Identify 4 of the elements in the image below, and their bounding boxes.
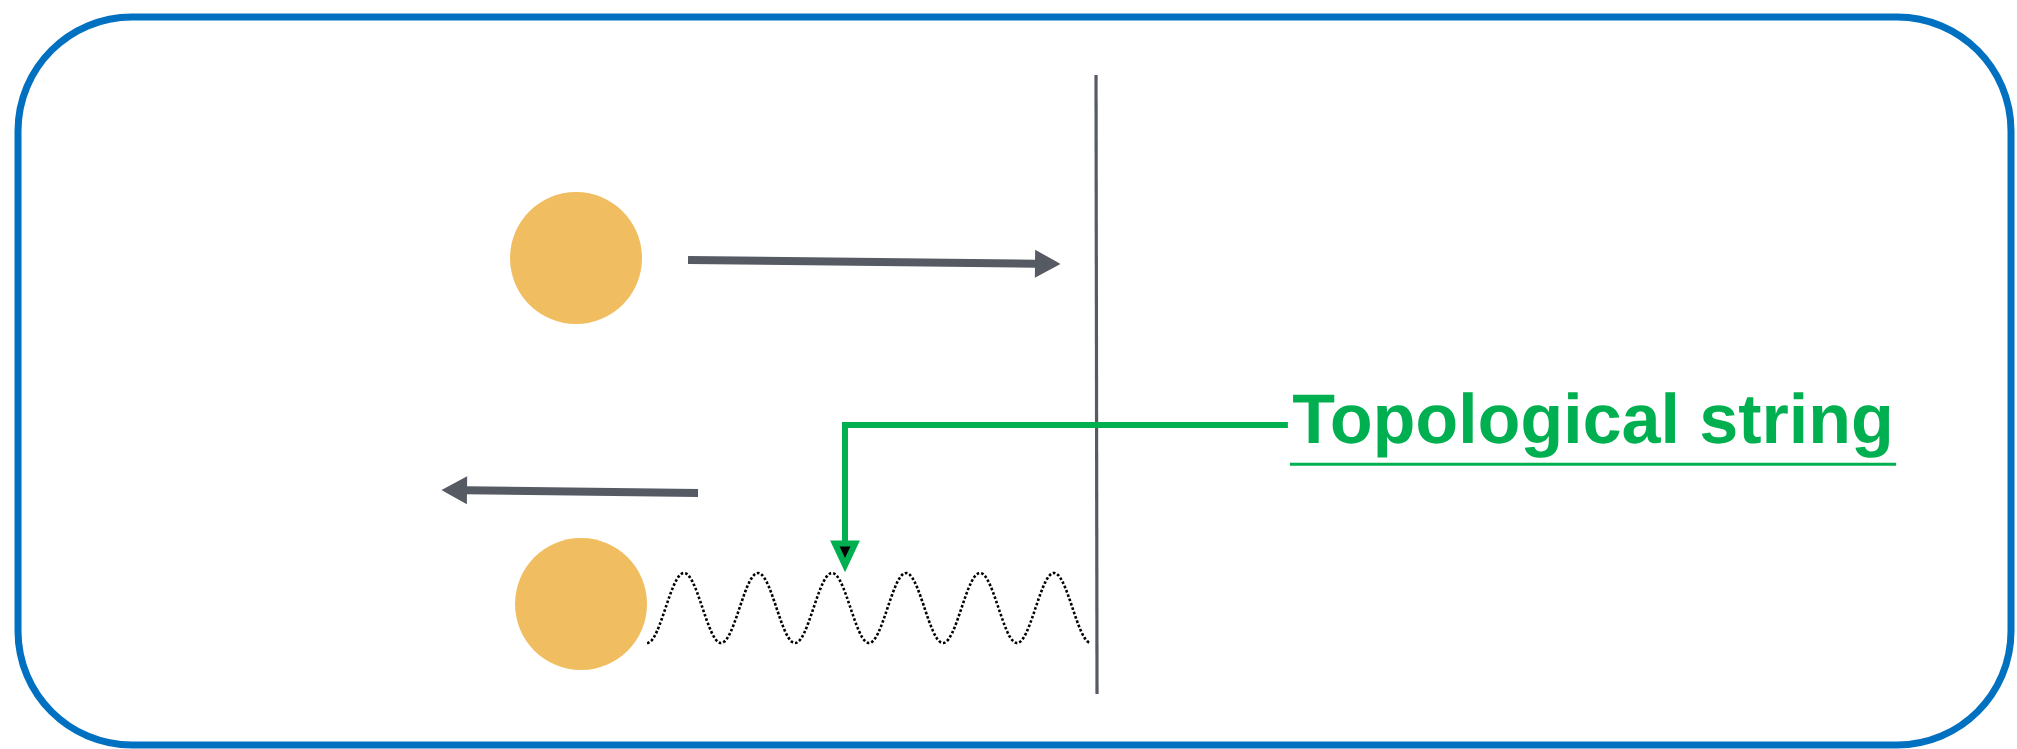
wavy-string — [646, 571, 1091, 645]
ball — [510, 192, 642, 324]
callout-label: Topological string — [1289, 392, 1897, 466]
ball — [515, 538, 647, 670]
